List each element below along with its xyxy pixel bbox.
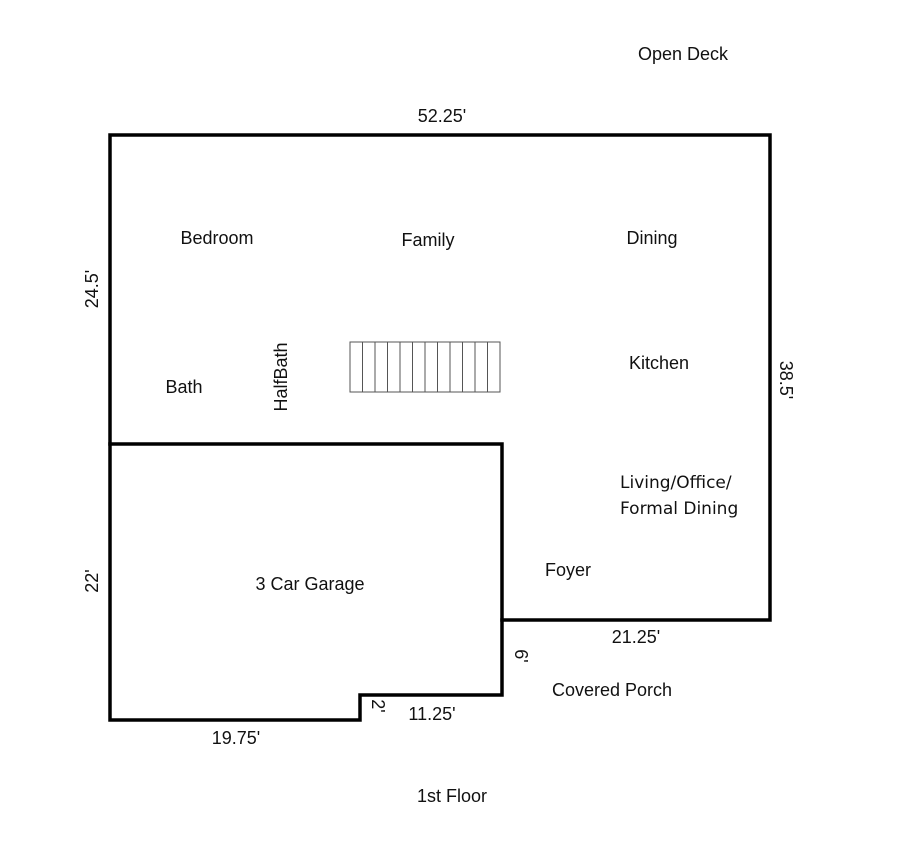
room-label-half-bath: HalfBath — [271, 342, 291, 411]
stair-tread — [387, 341, 401, 393]
room-label-bath: Bath — [165, 377, 202, 397]
dimension-garage-front-right: 11.25' — [408, 704, 455, 724]
dimension-left-upper: 24.5' — [82, 270, 102, 308]
floor-title: 1st Floor — [417, 786, 487, 806]
stair-tread — [412, 341, 426, 393]
garage-wall — [108, 442, 504, 622]
room-label-foyer: Foyer — [545, 560, 591, 580]
stair-tread — [374, 341, 388, 393]
room-label-bedroom: Bedroom — [180, 228, 253, 248]
dimension-garage-step: 2' — [368, 699, 388, 712]
outside-label-covered-porch: Covered Porch — [552, 680, 672, 700]
room-label-kitchen: Kitchen — [629, 353, 689, 373]
room-label-dining: Dining — [626, 228, 677, 248]
dimension-top: 52.25' — [418, 106, 466, 126]
stair-tread — [462, 341, 476, 393]
staircase — [349, 341, 501, 393]
room-label-garage: 3 Car Garage — [255, 574, 364, 594]
stair-tread — [424, 341, 438, 393]
stair-tread — [399, 341, 413, 393]
stair-tread — [474, 341, 488, 393]
dimension-right: 38.5' — [776, 361, 796, 399]
dimension-front-right: 21.25' — [612, 627, 660, 647]
stair-tread — [362, 341, 376, 393]
stair-tread — [449, 341, 463, 393]
outside-label-open-deck: Open Deck — [638, 44, 729, 64]
stair-tread — [437, 341, 451, 393]
dimension-porch-depth: 6' — [511, 649, 531, 662]
dimension-left-lower: 22' — [82, 569, 102, 592]
room-label-living-line2: Formal Dining — [620, 499, 738, 519]
room-label-living-line1: Living/Office/ — [620, 473, 732, 493]
stair-tread — [487, 341, 501, 393]
stair-tread — [349, 341, 363, 393]
house-outline — [108, 133, 772, 722]
dimension-garage-front-left: 19.75' — [212, 728, 260, 748]
room-label-family: Family — [402, 230, 455, 250]
